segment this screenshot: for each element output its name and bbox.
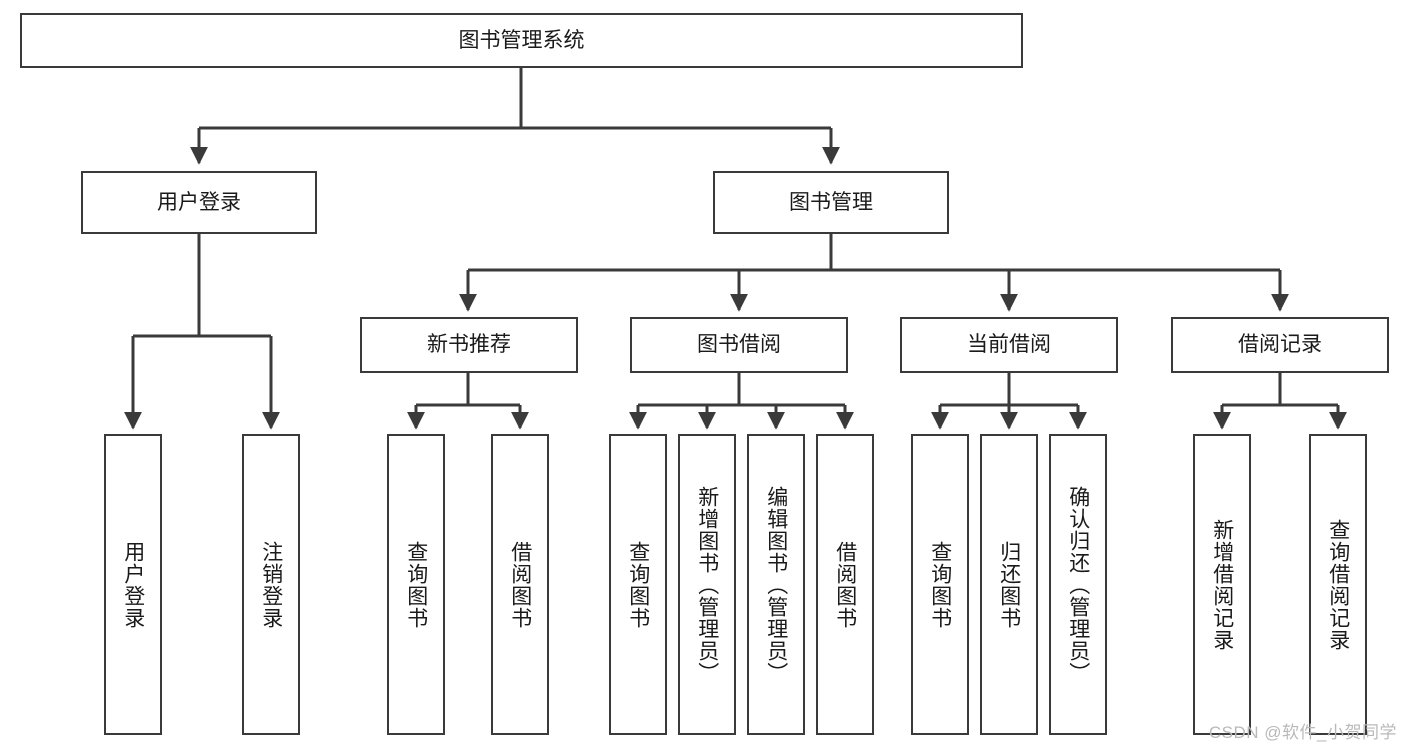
node-leaf-add-record-label: 新增借阅记录 [1210,518,1234,651]
node-leaf-borrow-book-2-label: 借阅图书 [833,540,857,629]
node-leaf-return-book-label: 归还图书 [997,540,1021,629]
node-root-label: 图书管理系统 [458,28,585,52]
node-leaf-edit-book[interactable]: 编辑图书（管理员） [747,434,805,735]
node-book-manage-label: 图书管理 [789,190,873,214]
node-leaf-borrow-book-1[interactable]: 借阅图书 [491,434,549,735]
node-new-book-rec[interactable]: 新书推荐 [360,317,578,373]
node-root[interactable]: 图书管理系统 [20,13,1023,68]
node-leaf-confirm-return[interactable]: 确认归还（管理员） [1049,434,1107,735]
node-book-borrow[interactable]: 图书借阅 [630,317,848,373]
node-leaf-add-book[interactable]: 新增图书（管理员） [678,434,736,735]
node-leaf-confirm-return-label: 确认归还（管理员） [1066,485,1090,684]
node-leaf-logout-label: 注销登录 [259,540,283,629]
node-borrow-record[interactable]: 借阅记录 [1171,317,1389,373]
node-leaf-logout[interactable]: 注销登录 [242,434,300,735]
node-borrow-record-label: 借阅记录 [1238,333,1322,357]
node-current-borrow-label: 当前借阅 [967,333,1051,357]
node-leaf-query-book-1-label: 查询图书 [404,540,428,629]
node-leaf-query-book-3[interactable]: 查询图书 [911,434,969,735]
node-leaf-query-record[interactable]: 查询借阅记录 [1309,434,1367,735]
node-leaf-query-book-2[interactable]: 查询图书 [609,434,667,735]
node-leaf-query-book-2-label: 查询图书 [626,540,650,629]
node-leaf-query-book-1[interactable]: 查询图书 [387,434,445,735]
node-leaf-user-login[interactable]: 用户登录 [104,434,162,735]
node-leaf-query-book-3-label: 查询图书 [928,540,952,629]
node-leaf-return-book[interactable]: 归还图书 [980,434,1038,735]
node-leaf-add-record[interactable]: 新增借阅记录 [1193,434,1251,735]
node-leaf-add-book-label: 新增图书（管理员） [695,485,719,684]
node-leaf-edit-book-label: 编辑图书（管理员） [764,485,788,684]
node-leaf-borrow-book-1-label: 借阅图书 [508,540,532,629]
node-book-manage[interactable]: 图书管理 [713,171,949,234]
node-leaf-query-record-label: 查询借阅记录 [1326,518,1350,651]
node-leaf-borrow-book-2[interactable]: 借阅图书 [816,434,874,735]
node-user-login[interactable]: 用户登录 [81,171,317,234]
node-new-book-rec-label: 新书推荐 [427,333,511,357]
node-leaf-user-login-label: 用户登录 [121,540,145,629]
node-book-borrow-label: 图书借阅 [697,333,781,357]
node-user-login-label: 用户登录 [157,190,241,214]
csdn-watermark: CSDN @软件_小贺同学 [1208,723,1397,742]
node-current-borrow[interactable]: 当前借阅 [900,317,1118,373]
